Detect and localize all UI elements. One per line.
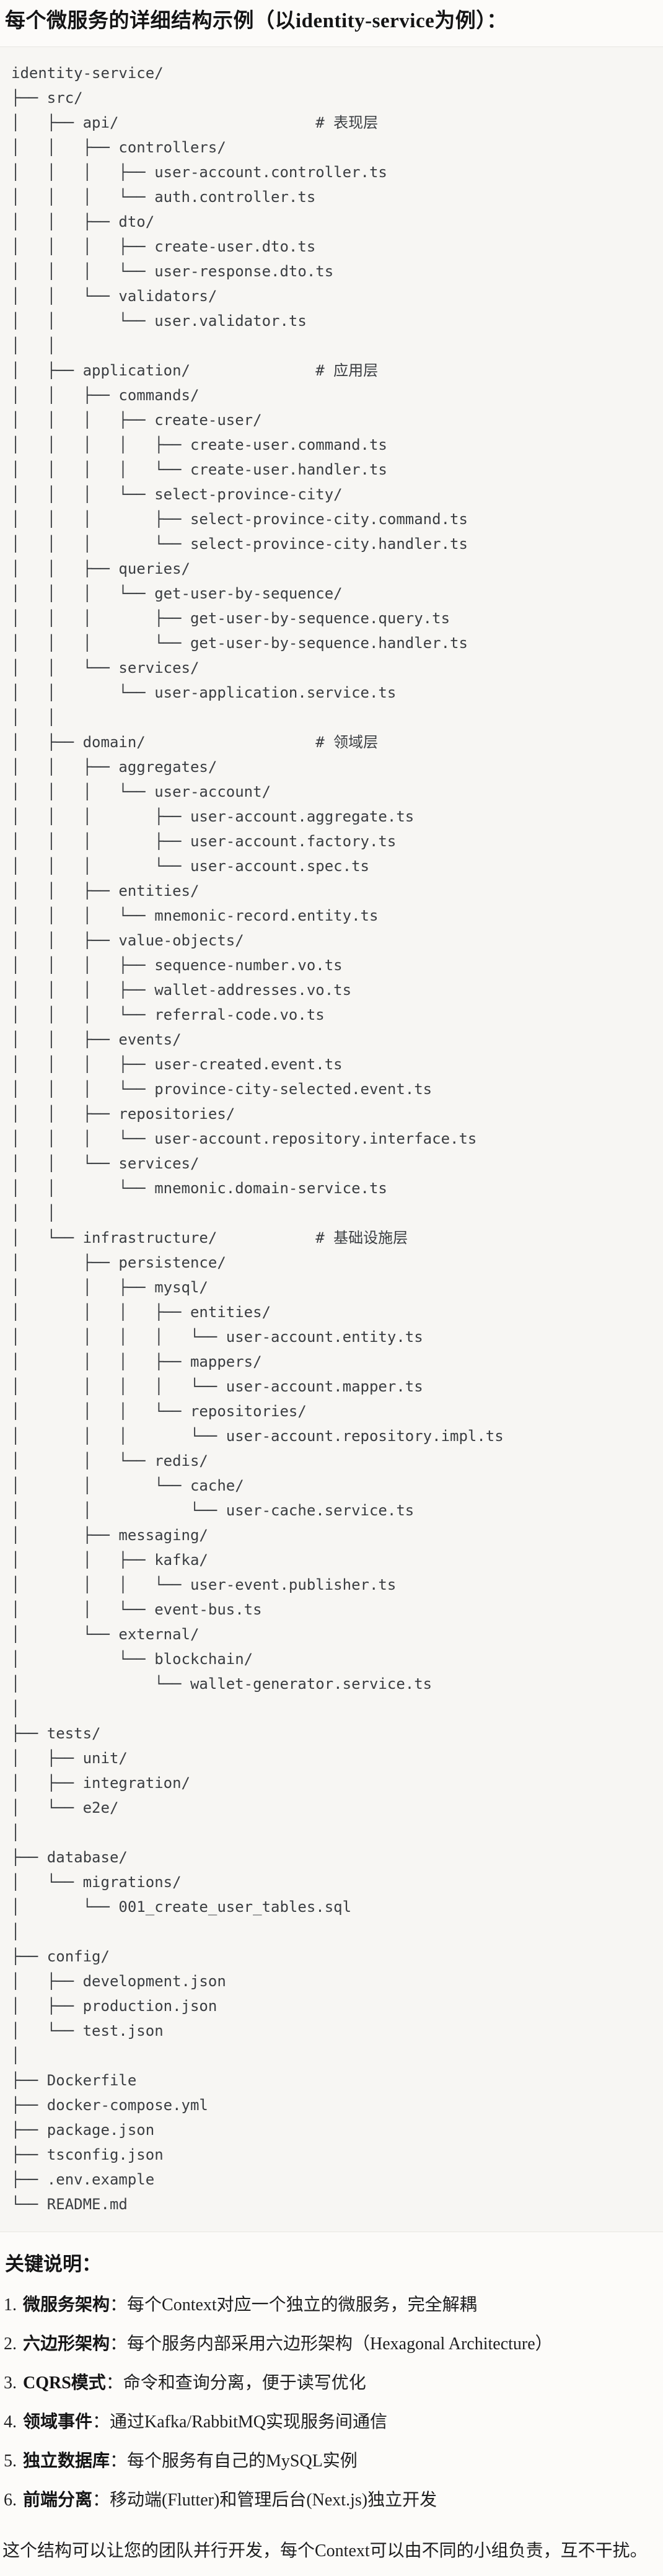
- list-item-number: 5.: [4, 2451, 17, 2471]
- list-item-text: 微服务架构：每个Context对应一个独立的微服务，完全解耦: [23, 2293, 477, 2318]
- list-item-text: 前端分离：移动端(Flutter)和管理后台(Next.js)独立开发: [23, 2488, 437, 2513]
- page-title: 每个微服务的详细结构示例（以identity-service为例）：: [5, 10, 507, 32]
- list-item-term: 独立数据库: [23, 2451, 110, 2471]
- list-item-desc: ：通过Kafka/RabbitMQ实现服务间通信: [92, 2412, 387, 2432]
- list-item-desc: ：移动端(Flutter)和管理后台(Next.js)独立开发: [92, 2490, 437, 2510]
- list-item-number: 4.: [4, 2412, 17, 2432]
- list-item-number: 3.: [4, 2373, 17, 2393]
- list-item: 6. 前端分离：移动端(Flutter)和管理后台(Next.js)独立开发: [4, 2488, 658, 2513]
- list-item-term: CQRS模式: [23, 2373, 106, 2393]
- list-item: 4. 领域事件：通过Kafka/RabbitMQ实现服务间通信: [4, 2410, 658, 2435]
- closing-paragraph: 这个结构可以让您的团队并行开发，每个Context可以由不同的小组负责，互不干扰…: [2, 2541, 648, 2561]
- list-item-text: 六边形架构：每个服务内部采用六边形架构（Hexagonal Architectu…: [23, 2332, 553, 2357]
- notes-heading: 关键说明：: [5, 2253, 101, 2275]
- list-item-number: 1.: [4, 2295, 17, 2315]
- list-item-number: 2.: [4, 2334, 17, 2354]
- list-item-text: 领域事件：通过Kafka/RabbitMQ实现服务间通信: [23, 2410, 387, 2435]
- notes-list: 1. 微服务架构：每个Context对应一个独立的微服务，完全解耦 2. 六边形…: [0, 2293, 663, 2513]
- file-tree-codeblock: identity-service/ ├── src/ │ ├── api/ # …: [0, 46, 663, 2232]
- list-item-term: 前端分离: [23, 2490, 93, 2510]
- list-item-number: 6.: [4, 2490, 17, 2510]
- list-item-desc: ：每个服务内部采用六边形架构（Hexagonal Architecture）: [110, 2334, 553, 2354]
- list-item: 2. 六边形架构：每个服务内部采用六边形架构（Hexagonal Archite…: [4, 2332, 658, 2357]
- list-item-desc: ：每个服务有自己的MySQL实例: [110, 2451, 358, 2471]
- list-item-term: 微服务架构: [23, 2295, 110, 2315]
- list-item-desc: ：命令和查询分离，便于读写优化: [105, 2373, 366, 2393]
- file-tree-text: identity-service/ ├── src/ │ ├── api/ # …: [11, 64, 504, 2213]
- list-item-text: CQRS模式：命令和查询分离，便于读写优化: [23, 2371, 366, 2396]
- list-item-term: 领域事件: [23, 2412, 93, 2432]
- list-item: 3. CQRS模式：命令和查询分离，便于读写优化: [4, 2371, 658, 2396]
- list-item-desc: ：每个Context对应一个独立的微服务，完全解耦: [110, 2295, 477, 2315]
- list-item: 1. 微服务架构：每个Context对应一个独立的微服务，完全解耦: [4, 2293, 658, 2318]
- list-item: 5. 独立数据库：每个服务有自己的MySQL实例: [4, 2449, 658, 2474]
- list-item-text: 独立数据库：每个服务有自己的MySQL实例: [23, 2449, 358, 2474]
- list-item-term: 六边形架构: [23, 2334, 110, 2354]
